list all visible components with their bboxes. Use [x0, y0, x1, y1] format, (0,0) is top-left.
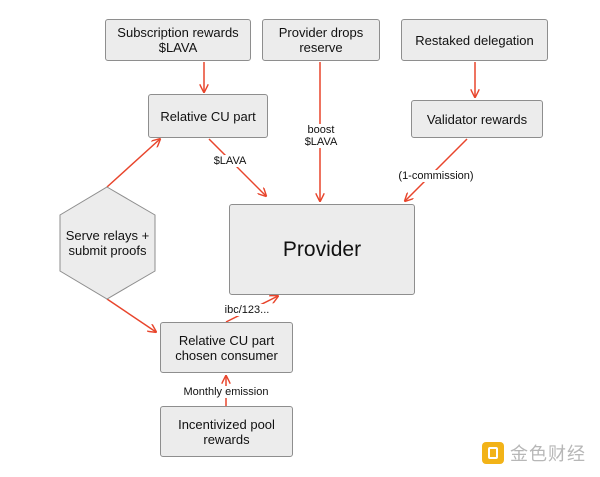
arrow-cu-to-provider: [208, 138, 266, 196]
subscription-rewards-node: Subscription rewards$LAVA: [105, 19, 251, 61]
jinse-logo-icon: [482, 442, 504, 464]
validator-rewards-node: Validator rewards: [411, 100, 543, 138]
boost-edge-label: boost $LAVA: [300, 124, 342, 148]
serve-relays-label: Serve relays + submit proofs: [65, 228, 150, 258]
monthly-emission-edge-label: Monthly emission: [180, 386, 272, 398]
serve-relays-hexagon: [59, 186, 156, 300]
provider-node: Provider: [229, 204, 415, 295]
restaked-delegation-node: Restaked delegation: [401, 19, 548, 61]
relative-cu-part-node: Relative CU part: [148, 94, 268, 138]
watermark-text: 金色财经: [510, 444, 586, 464]
arrow-hex-to-cu: [106, 139, 160, 188]
arrow-hex-to-chosen: [106, 298, 156, 332]
lava-edge-label: $LAVA: [212, 155, 248, 167]
ibc-edge-label: ibc/123...: [222, 304, 272, 316]
watermark: 金色财经: [482, 440, 586, 466]
commission-edge-label: (1-commission): [394, 170, 478, 182]
